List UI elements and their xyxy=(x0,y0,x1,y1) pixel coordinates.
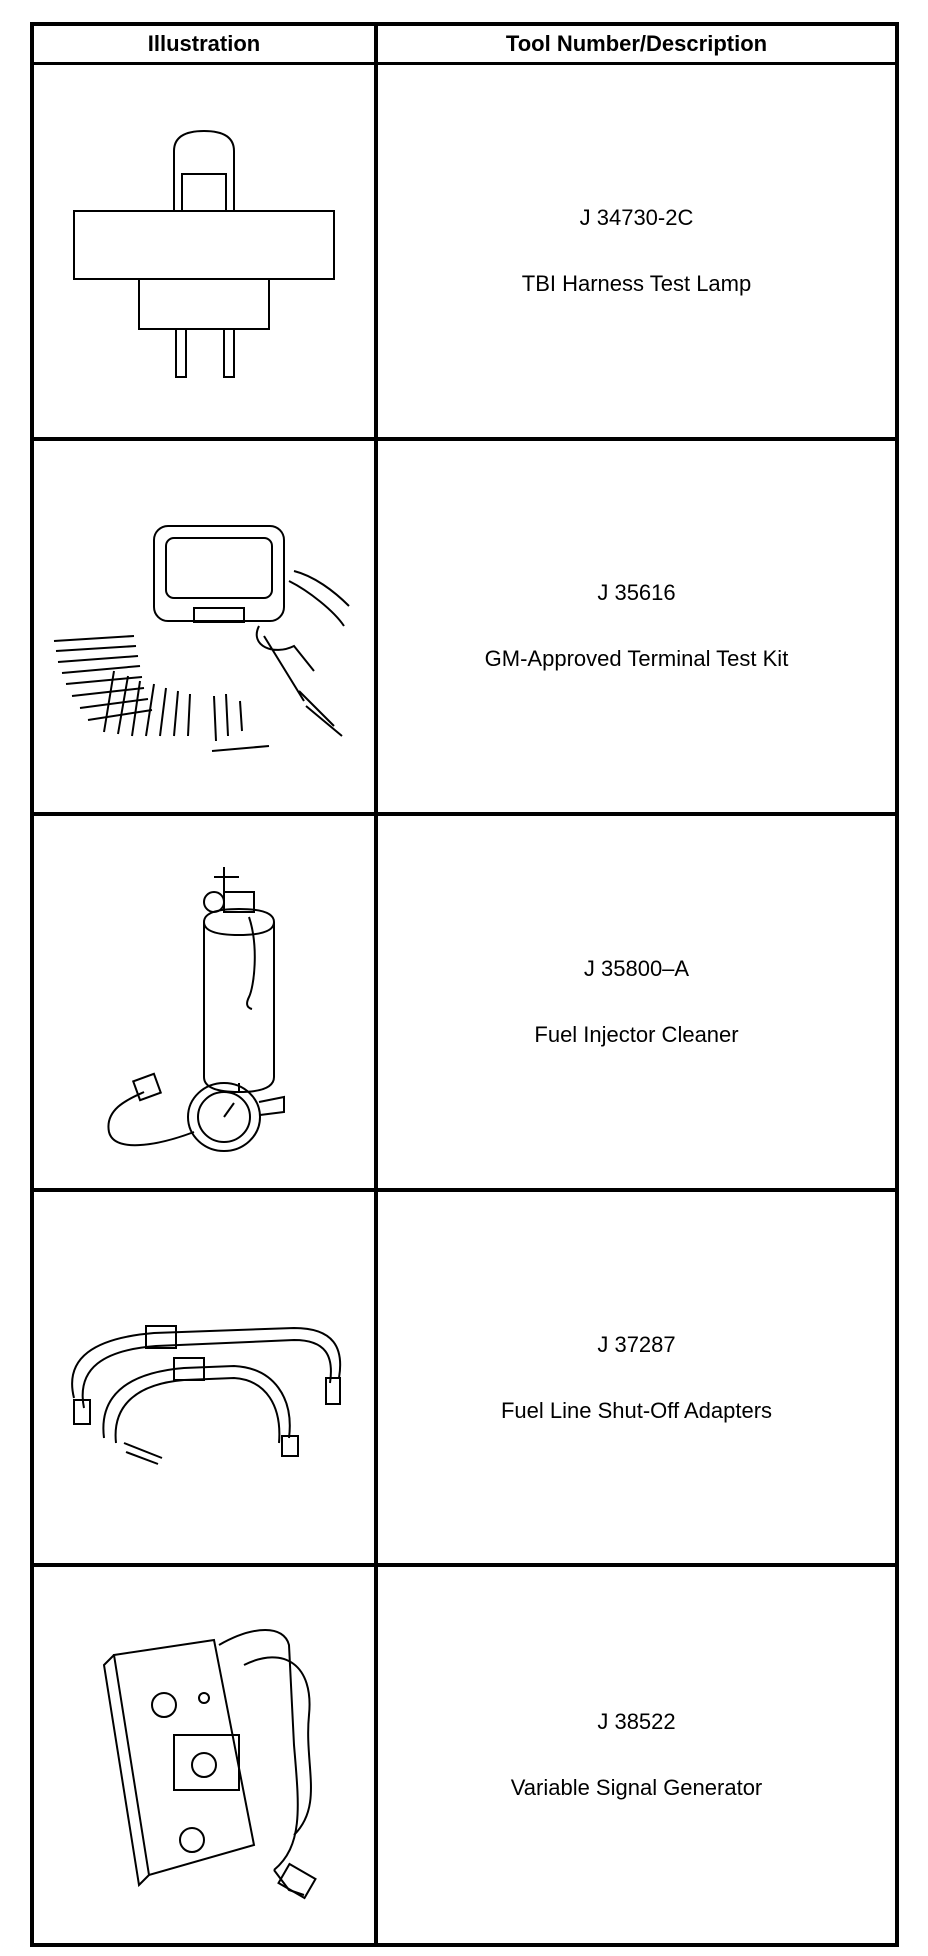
fuel-injector-cleaner-icon xyxy=(107,866,285,1152)
tool-number: J 38522 xyxy=(597,1709,676,1735)
description-cell: J 37287 Fuel Line Shut-Off Adapters xyxy=(378,1192,895,1568)
illustration-cell xyxy=(34,65,378,441)
terminal-test-kit-icon xyxy=(53,525,350,753)
tool-description: TBI Harness Test Lamp xyxy=(521,270,752,296)
description-cell: J 38522 Variable Signal Generator xyxy=(378,1567,895,1943)
tool-description: GM-Approved Terminal Test Kit xyxy=(484,646,789,672)
tool-description: Fuel Injector Cleaner xyxy=(534,1021,739,1047)
header-illustration: Illustration xyxy=(34,26,378,65)
test-lamp-icon xyxy=(73,129,335,378)
tool-number: J 34730-2C xyxy=(579,204,694,230)
description-cell: J 35616 GM-Approved Terminal Test Kit xyxy=(378,441,895,817)
tool-description: Fuel Line Shut-Off Adapters xyxy=(500,1397,773,1423)
description-cell: J 34730-2C TBI Harness Test Lamp xyxy=(378,65,895,441)
signal-generator-icon xyxy=(102,1629,317,1900)
header-tool-description: Tool Number/Description xyxy=(378,26,895,65)
illustration-cell xyxy=(34,1567,378,1943)
illustration-cell xyxy=(34,816,378,1192)
shutoff-adapters-icon xyxy=(71,1324,342,1465)
illustration-cell xyxy=(34,1191,378,1568)
tool-number: J 35616 xyxy=(597,580,676,606)
tool-table: Illustration Tool Number/Description J 3… xyxy=(30,22,899,1947)
tool-number: J 35800–A xyxy=(583,955,690,981)
illustration-cell xyxy=(34,440,378,817)
description-cell: J 35800–A Fuel Injector Cleaner xyxy=(378,816,895,1192)
tool-number: J 37287 xyxy=(597,1331,676,1357)
tool-description: Variable Signal Generator xyxy=(510,1775,763,1801)
